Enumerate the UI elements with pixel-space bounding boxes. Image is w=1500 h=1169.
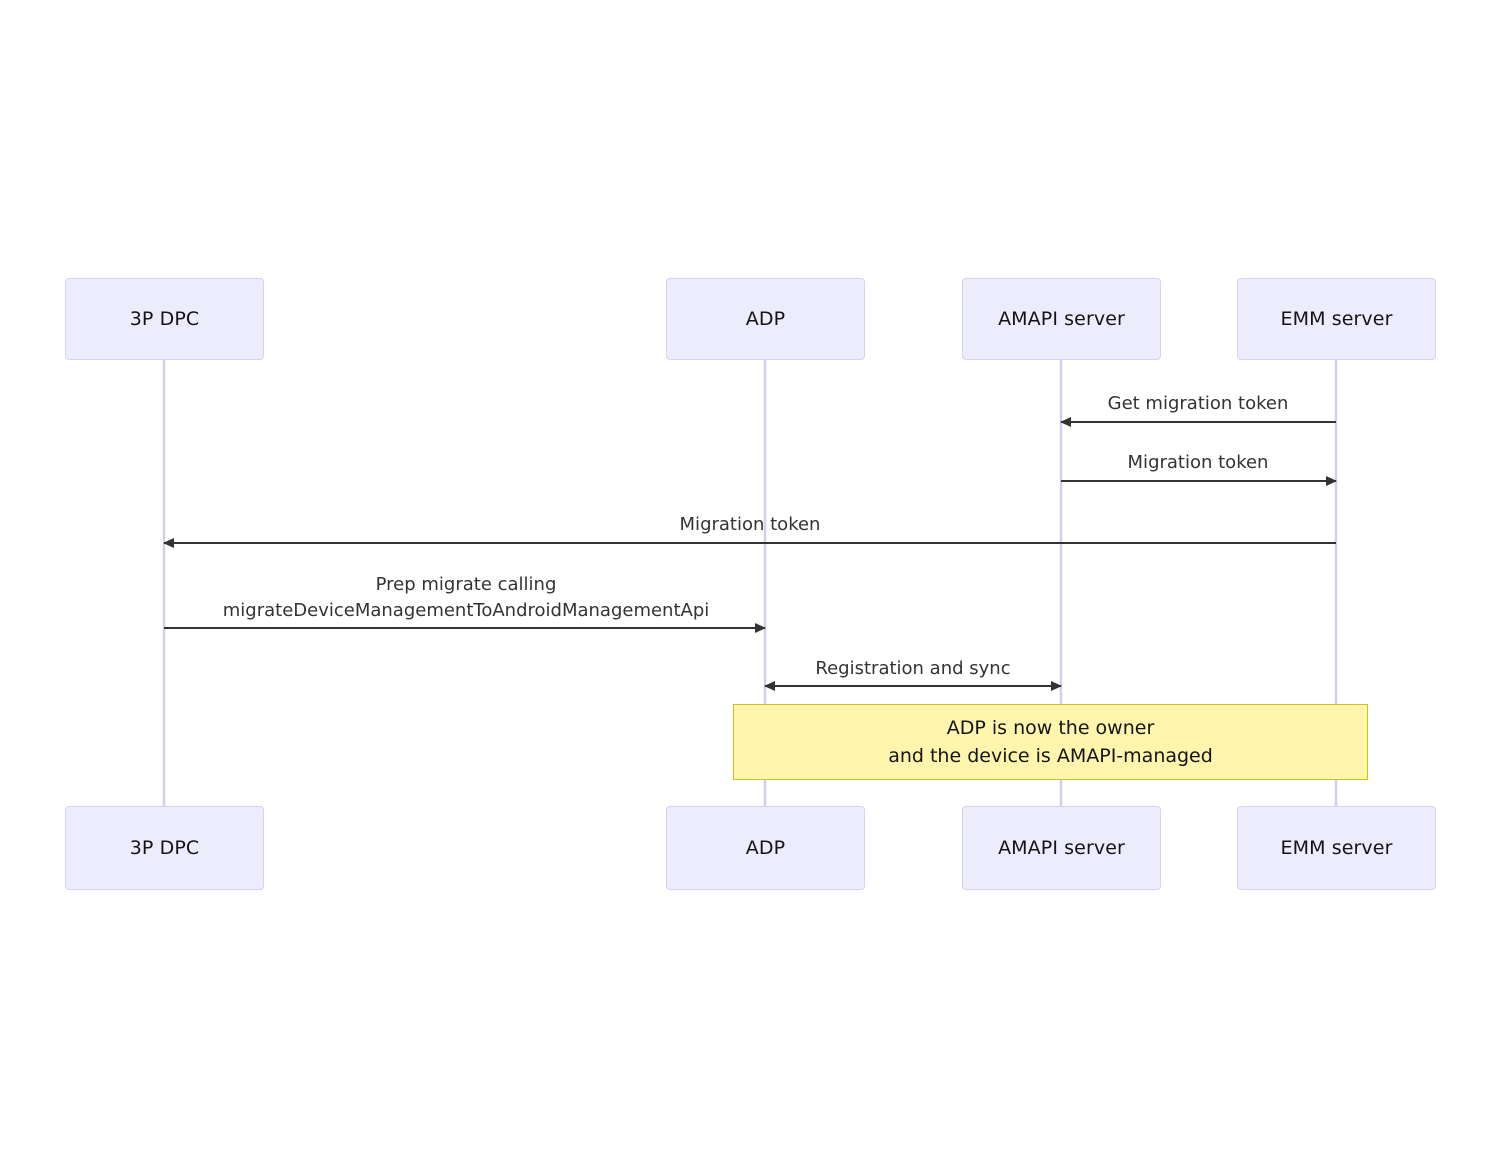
message-label-line: Migration token	[1127, 452, 1269, 473]
bottom-participant-emm[interactable]: EMM server	[1237, 806, 1436, 890]
participant-label: 3P DPC	[129, 308, 200, 330]
participant-label: ADP	[745, 837, 786, 859]
top-participant-adp[interactable]: ADP	[666, 278, 865, 360]
participant-label: 3P DPC	[129, 837, 200, 859]
bottom-participant-dpc[interactable]: 3P DPC	[65, 806, 264, 890]
message-label-m5: Registration and sync	[815, 656, 1010, 682]
message-label-m3: Migration token	[680, 512, 821, 538]
message-label-m2: Migration token	[1128, 450, 1269, 476]
participant-label: AMAPI server	[998, 308, 1125, 330]
participant-label: ADP	[745, 308, 786, 330]
message-label-m1: Get migration token	[1108, 391, 1289, 417]
message-label-m4: Prep migrate calling migrateDeviceManagem…	[223, 572, 710, 624]
message-label-line: migrateDeviceManagementToAndroidManageme…	[222, 600, 710, 621]
participant-label: EMM server	[1280, 308, 1393, 330]
arrows-group	[163, 417, 1337, 691]
message-label-line: Registration and sync	[815, 658, 1011, 679]
note-n1: ADP is now the owner and the device is AM…	[733, 704, 1368, 780]
message-label-line: Prep migrate calling	[375, 574, 557, 595]
top-participant-amapi[interactable]: AMAPI server	[962, 278, 1161, 360]
top-participant-emm[interactable]: EMM server	[1237, 278, 1436, 360]
participant-label: EMM server	[1280, 837, 1393, 859]
participant-label: AMAPI server	[998, 837, 1125, 859]
message-label-line: Migration token	[679, 514, 821, 535]
note-text-line: ADP is now the owner	[946, 717, 1155, 739]
bottom-participant-amapi[interactable]: AMAPI server	[962, 806, 1161, 890]
message-label-line: Get migration token	[1107, 393, 1289, 414]
note-text-line: and the device is AMAPI-managed	[888, 745, 1213, 767]
top-participant-dpc[interactable]: 3P DPC	[65, 278, 264, 360]
bottom-participant-adp[interactable]: ADP	[666, 806, 865, 890]
